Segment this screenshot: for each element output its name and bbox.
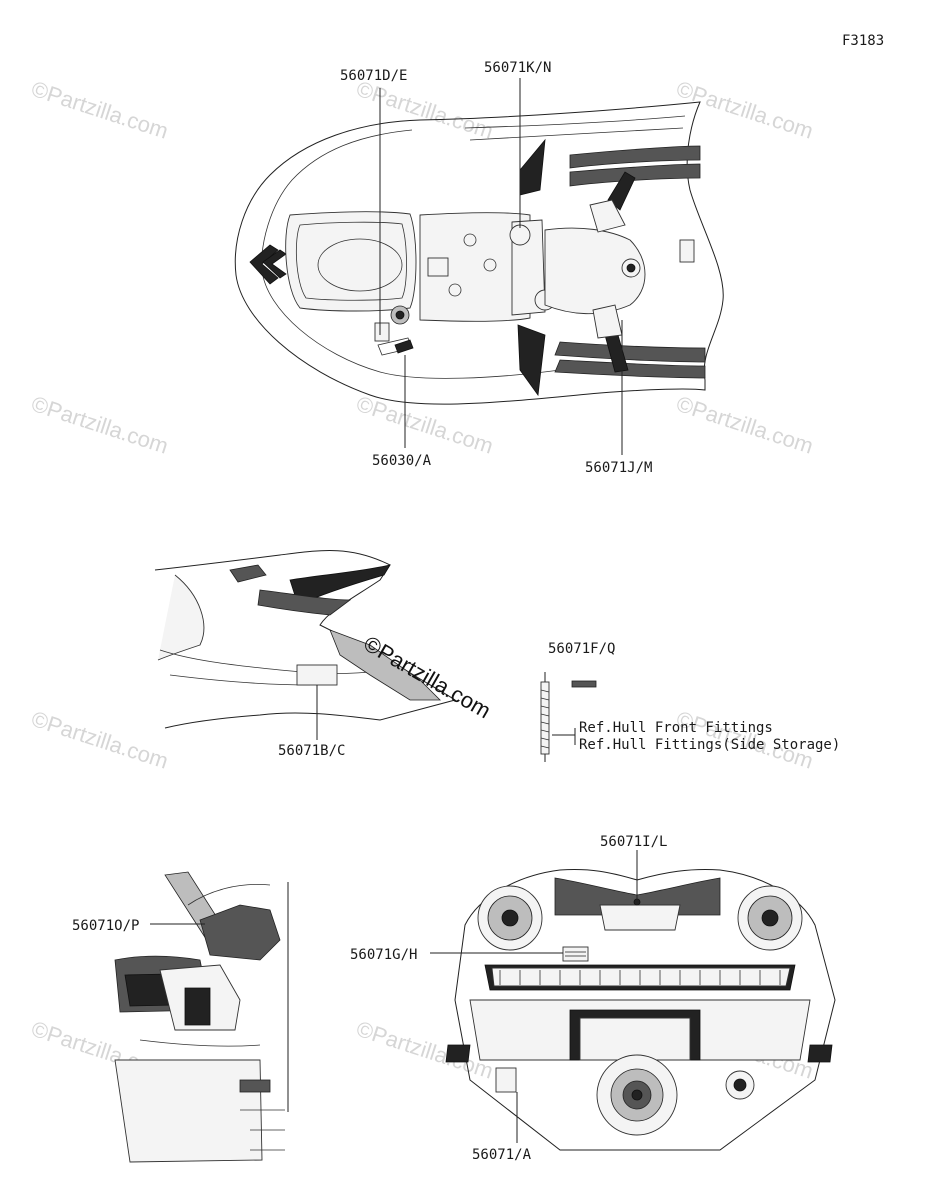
watermark: ©Partzilla.com	[28, 76, 171, 144]
reference-note: Ref.Hull Front Fittings	[579, 720, 773, 736]
rear-side-view: 56071O/P	[72, 871, 289, 1163]
part-label: 56071I/L	[600, 834, 667, 850]
part-label: 56030/A	[372, 453, 432, 469]
reference-note: Ref.Hull Fittings(Side Storage)	[579, 737, 840, 753]
part-label: 56071F/Q	[548, 641, 615, 657]
watermark: ©Partzilla.com	[673, 391, 816, 459]
fittings-view: 56071F/Q Ref.Hull Front Fittings Ref.Hul…	[540, 641, 840, 762]
part-label: 56071K/N	[484, 60, 551, 76]
part-label: 56071G/H	[350, 947, 417, 963]
figure-code: F3183	[842, 33, 884, 49]
watermark: ©Partzilla.com	[353, 391, 496, 459]
watermark: ©Partzilla.com	[28, 391, 171, 459]
part-label: 56071B/C	[278, 743, 345, 759]
watermark: ©Partzilla.com	[28, 706, 171, 774]
watermark: ©Partzilla.com	[673, 76, 816, 144]
part-label: 56071/A	[472, 1147, 532, 1163]
part-label: 56071J/M	[585, 460, 652, 476]
part-label: 56071D/E	[340, 68, 407, 84]
side-view: 56071B/C ©Partzilla.com	[154, 550, 495, 759]
watermark: ©Partzilla.com	[353, 76, 496, 144]
rear-view: 56071I/L 56071G/H 56071/A	[350, 834, 836, 1163]
top-deck-view: 56071D/E 56071K/N 56030/A 56071J/M	[234, 60, 724, 476]
part-label: 56071O/P	[72, 918, 139, 934]
